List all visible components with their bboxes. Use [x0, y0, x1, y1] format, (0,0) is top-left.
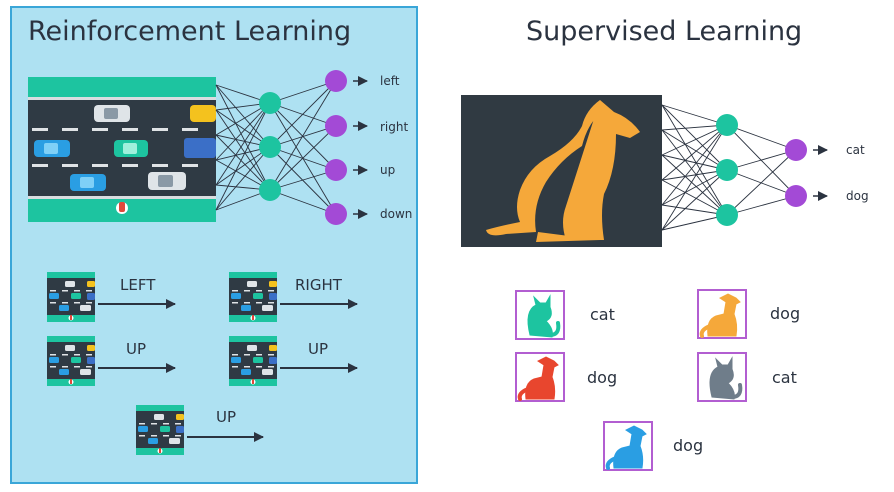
- network-edge: [661, 124, 728, 206]
- network-edge: [726, 149, 797, 216]
- action-label: UP: [126, 340, 147, 358]
- action-label: UP: [308, 340, 329, 358]
- network-edge: [269, 189, 337, 215]
- output-label-dog: dog: [846, 189, 869, 203]
- network-edge: [269, 80, 337, 191]
- reinforcement-learning-title: Reinforcement Learning: [28, 16, 352, 47]
- example-label: dog: [587, 368, 618, 387]
- blue-poodle-icon: [603, 421, 653, 471]
- red-dog-icon: [515, 352, 565, 402]
- network-edge: [215, 102, 271, 186]
- network-edge: [215, 84, 271, 191]
- network-edge: [269, 80, 337, 148]
- rl-examples: [47, 272, 358, 455]
- network-edge: [661, 169, 728, 231]
- network-edge: [726, 195, 797, 216]
- network-edge: [661, 154, 728, 171]
- output-label-left: left: [380, 74, 400, 88]
- example-thumbnail: [47, 336, 95, 386]
- network-edge: [215, 134, 271, 191]
- hidden-node: [716, 204, 738, 226]
- network-edge: [661, 129, 728, 171]
- network-edge: [215, 102, 271, 161]
- network-edge: [215, 84, 271, 148]
- supervised-learning-title: Supervised Learning: [526, 16, 803, 47]
- action-label: UP: [216, 408, 237, 426]
- network-edge: [661, 104, 728, 216]
- output-node: [325, 115, 347, 137]
- network-edge: [269, 125, 337, 148]
- network-edge: [215, 102, 271, 211]
- hidden-node: [259, 92, 281, 114]
- output-label-down: down: [380, 207, 413, 221]
- example-thumbnail: [47, 272, 95, 322]
- hidden-node: [716, 114, 738, 136]
- network-edge: [661, 179, 728, 216]
- network-edge: [269, 80, 337, 104]
- sl-network-nodes: [716, 114, 807, 226]
- example-label: cat: [590, 305, 615, 324]
- network-edge: [661, 214, 728, 231]
- network-edge: [661, 124, 728, 181]
- output-node: [325, 70, 347, 92]
- highway-scene: [28, 77, 216, 222]
- action-label: LEFT: [120, 276, 156, 294]
- rl-output-arrows: [353, 76, 368, 219]
- output-label-up: up: [380, 163, 396, 177]
- output-node: [785, 185, 807, 207]
- network-edge: [269, 125, 337, 191]
- orange-dog-icon: [697, 289, 747, 339]
- rl-network-nodes: [259, 70, 347, 225]
- output-node: [785, 139, 807, 161]
- sl-network-edges: [661, 104, 797, 231]
- output-label-cat: cat: [846, 143, 865, 157]
- example-label: dog: [673, 436, 704, 455]
- network-edge: [661, 124, 728, 156]
- network-edge: [215, 146, 271, 211]
- network-edge: [661, 124, 728, 231]
- network-edge: [661, 104, 728, 126]
- sl-output-arrows: [813, 145, 828, 201]
- example-label: cat: [772, 368, 797, 387]
- example-label: dog: [770, 304, 801, 323]
- action-label: RIGHT: [295, 276, 342, 294]
- example-thumbnail: [229, 336, 277, 386]
- network-edge: [215, 146, 271, 186]
- output-label-right: right: [380, 120, 409, 134]
- sl-examples: [515, 289, 747, 471]
- example-thumbnail: [229, 272, 277, 322]
- network-edge: [661, 154, 728, 216]
- output-node: [325, 159, 347, 181]
- dog-photo: [461, 95, 662, 247]
- network-edge: [726, 149, 797, 171]
- hidden-node: [716, 159, 738, 181]
- network-edge: [269, 146, 337, 215]
- network-edge: [269, 169, 337, 191]
- network-edge: [726, 124, 797, 197]
- hidden-node: [259, 179, 281, 201]
- teal-cat-icon: [515, 290, 565, 340]
- network-edge: [661, 129, 728, 216]
- network-edge: [661, 169, 728, 206]
- output-node: [325, 203, 347, 225]
- hidden-node: [259, 136, 281, 158]
- network-edge: [726, 124, 797, 151]
- gray-cat-icon: [697, 352, 747, 402]
- network-edge: [215, 109, 271, 191]
- example-thumbnail: [136, 405, 184, 455]
- network-edge: [661, 104, 728, 171]
